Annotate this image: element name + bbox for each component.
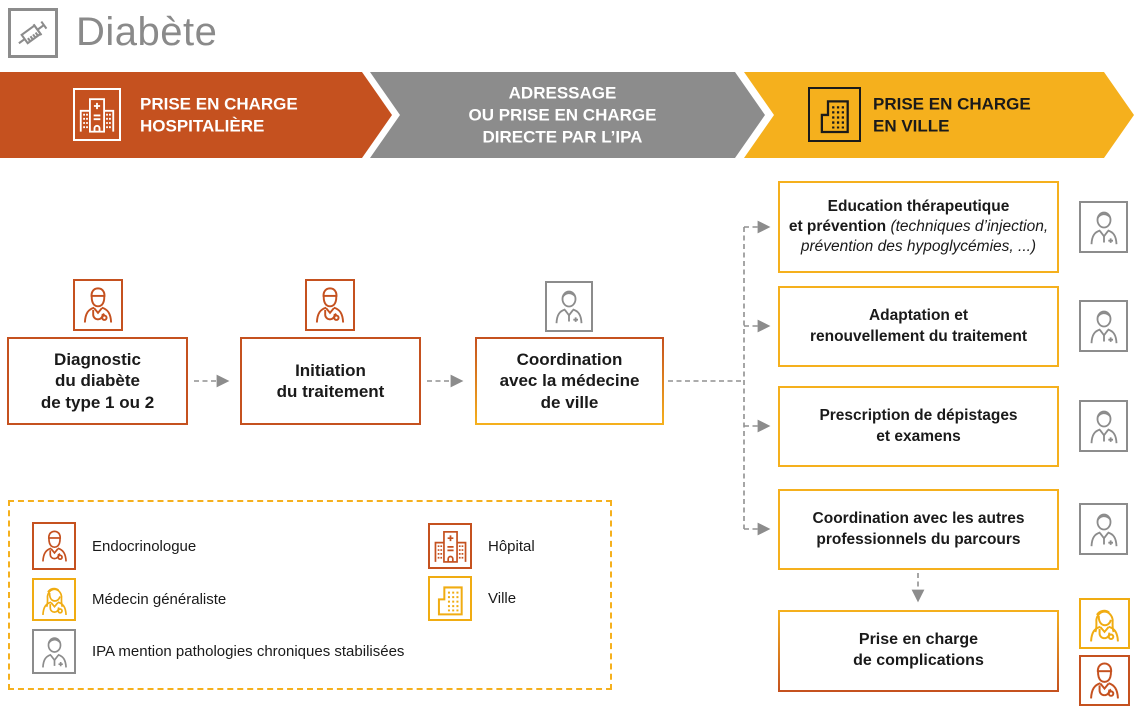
city-action-coordination-text: Coordination avec les autres professionn… xyxy=(812,510,1025,548)
stage-city-label: PRISE EN CHARGE EN VILLE xyxy=(873,94,1031,135)
city-icon xyxy=(428,576,472,621)
nurse-icon xyxy=(1079,400,1128,452)
city-action-education-box: Education thérapeutique et prévention (t… xyxy=(778,181,1059,273)
stage-ipa-chevron: ADRESSAGE OU PRISE EN CHARGE DIRECTE PAR… xyxy=(370,72,765,158)
legend-item-ville: Ville xyxy=(428,576,516,621)
legend-label: Endocrinologue xyxy=(92,537,197,555)
nurse-icon xyxy=(1079,201,1128,253)
legend-item-endocrinologue: Endocrinologue xyxy=(32,522,196,570)
city-icon xyxy=(808,87,861,142)
stage-hospital-chevron: PRISE EN CHARGE HOSPITALIÈRE xyxy=(0,72,392,158)
nurse-icon xyxy=(1079,300,1128,352)
stage-ipa-label: ADRESSAGE OU PRISE EN CHARGE DIRECTE PAR… xyxy=(468,83,657,146)
legend-label: IPA mention pathologies chroniques stabi… xyxy=(92,643,405,660)
flow-box-coordination: Coordination avec la médecine de ville xyxy=(475,337,664,425)
legend-item-ipa: IPA mention pathologies chroniques stabi… xyxy=(32,629,404,674)
legend-label: Hôpital xyxy=(488,537,535,555)
syringe-icon xyxy=(8,8,58,58)
city-action-prescription-text: Prescription de dépistages et examens xyxy=(819,407,1018,445)
flow-box-diagnostic: Diagnostic du diabète de type 1 ou 2 xyxy=(7,337,188,425)
city-action-adaptation-box: Adaptation et renouvellement du traiteme… xyxy=(778,286,1059,367)
stage-hospital-label: PRISE EN CHARGE HOSPITALIÈRE xyxy=(140,94,298,135)
doctor-male-icon xyxy=(73,279,123,331)
doctor-male-icon xyxy=(305,279,355,331)
stage-city-chevron: PRISE EN CHARGE EN VILLE xyxy=(744,72,1134,158)
city-action-prescription-box: Prescription de dépistages et examens xyxy=(778,386,1059,467)
city-action-education-text: Education thérapeutique et prévention (t… xyxy=(788,197,1049,256)
nurse-icon xyxy=(545,281,593,332)
legend-item-hopital: Hôpital xyxy=(428,523,535,569)
legend: Endocrinologue Médecin généraliste IPA m… xyxy=(8,500,612,690)
doctor-male-icon xyxy=(32,522,76,570)
doctor-female-icon xyxy=(1079,598,1130,649)
nurse-icon xyxy=(32,629,76,674)
hospital-icon xyxy=(428,523,472,569)
flow-box-initiation: Initiation du traitement xyxy=(240,337,421,425)
city-action-coordination-box: Coordination avec les autres professionn… xyxy=(778,489,1059,570)
legend-item-medecin-generaliste: Médecin généraliste xyxy=(32,578,226,621)
city-action-adaptation-text: Adaptation et renouvellement du traiteme… xyxy=(809,307,1028,345)
doctor-male-icon xyxy=(1079,655,1130,706)
legend-label: Médecin généraliste xyxy=(92,591,227,608)
nurse-icon xyxy=(1079,503,1128,555)
page-title: Diabète xyxy=(76,10,218,54)
hospital-icon xyxy=(73,88,121,141)
complications-box: Prise en charge de complications xyxy=(778,610,1059,692)
doctor-female-icon xyxy=(32,578,76,621)
legend-label: Ville xyxy=(488,590,517,607)
